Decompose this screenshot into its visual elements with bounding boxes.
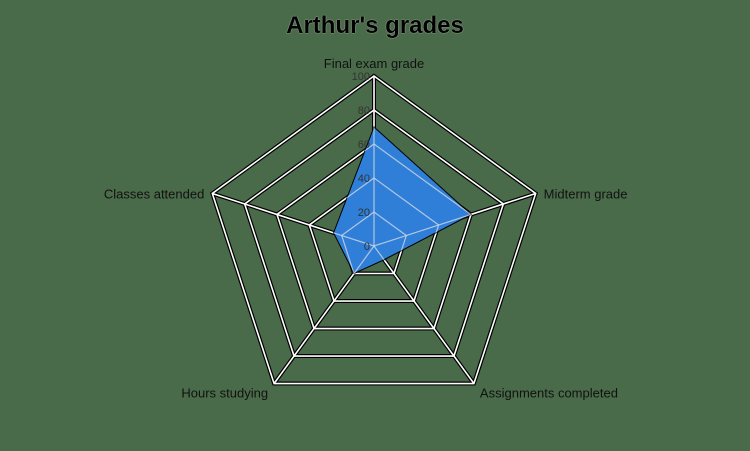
- chart-title: Arthur's grades: [286, 12, 464, 39]
- axis-label: Assignments completed: [480, 386, 618, 401]
- axis-label: Final exam grade: [324, 56, 424, 71]
- axis-label: Hours studying: [181, 386, 268, 401]
- axis-spoke: [373, 245, 475, 385]
- axis-label: Midterm grade: [544, 186, 628, 201]
- tick-label: 60: [358, 139, 370, 151]
- tick-label: 80: [358, 105, 370, 117]
- radial-tick-labels: 0 20 40 60 80 100: [352, 71, 370, 253]
- tick-label: 100: [352, 71, 370, 83]
- series-polygon: [333, 126, 472, 275]
- grid-ring: [211, 75, 537, 385]
- axis-label: Classes attended: [104, 186, 204, 201]
- tick-label: 0: [364, 241, 370, 253]
- tick-label: 20: [358, 207, 370, 219]
- data-series: [333, 126, 472, 275]
- inner-grid: [333, 127, 472, 274]
- tick-label: 40: [358, 173, 370, 185]
- grid-ring: [243, 109, 505, 357]
